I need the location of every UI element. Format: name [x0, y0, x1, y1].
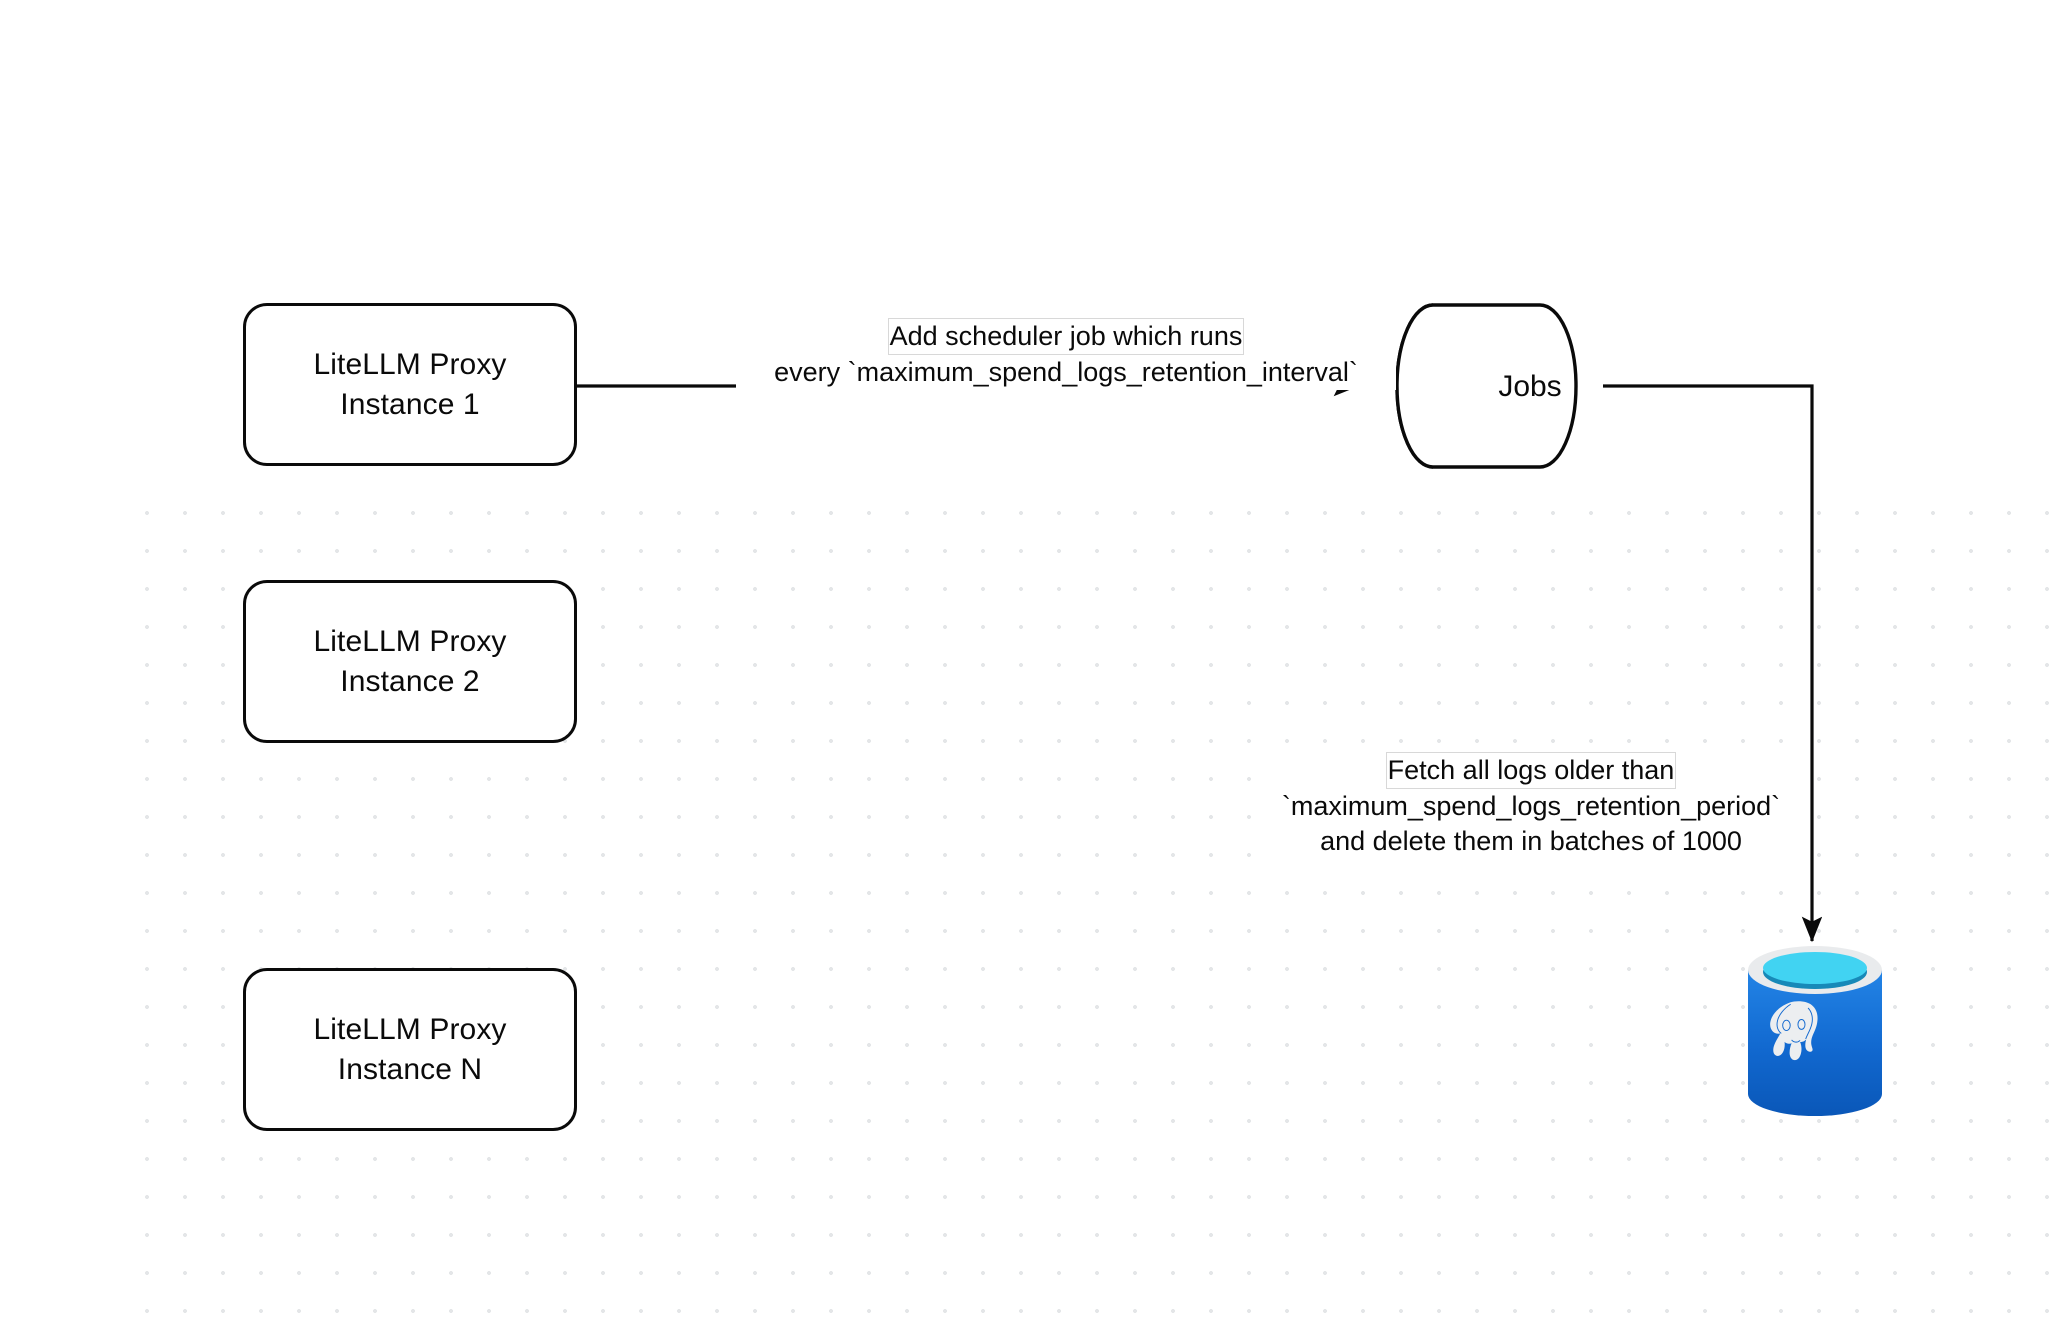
node-label-instance-n: LiteLLM Proxy Instance N	[313, 1012, 507, 1086]
edge-label-scheduler-line2: every `maximum_spend_logs_retention_inte…	[736, 355, 1396, 391]
node-label-jobs: Jobs	[1498, 370, 1562, 403]
jobs-cylinder-shape	[1395, 303, 1578, 469]
node-litellm-proxy-instance-1[interactable]: LiteLLM Proxy Instance 1	[243, 303, 577, 466]
edge-label-scheduler-line1-highlight: Add scheduler job which runs	[887, 318, 1245, 356]
postgresql-database-icon[interactable]	[1740, 938, 1890, 1130]
node-litellm-proxy-instance-2[interactable]: LiteLLM Proxy Instance 2	[243, 580, 577, 743]
edge-label-delete-logs-line1-highlight: Fetch all logs older than	[1385, 752, 1677, 790]
node-litellm-proxy-instance-n[interactable]: LiteLLM Proxy Instance N	[243, 968, 577, 1131]
edge-label-scheduler-line1: Add scheduler job which runs	[736, 318, 1396, 356]
node-label-instance-1: LiteLLM Proxy Instance 1	[313, 347, 507, 421]
edge-label-scheduler: Add scheduler job which runs every `maxi…	[736, 318, 1396, 391]
edge-label-delete-logs-line3: and delete them in batches of 1000	[1256, 824, 1806, 860]
edge-label-delete-logs: Fetch all logs older than `maximum_spend…	[1256, 752, 1806, 860]
node-label-instance-2: LiteLLM Proxy Instance 2	[313, 624, 507, 698]
edge-jobs-to-postgres	[1603, 384, 1823, 943]
edge-label-delete-logs-line1: Fetch all logs older than	[1256, 752, 1806, 790]
edge-label-delete-logs-line2: `maximum_spend_logs_retention_period`	[1256, 789, 1806, 825]
